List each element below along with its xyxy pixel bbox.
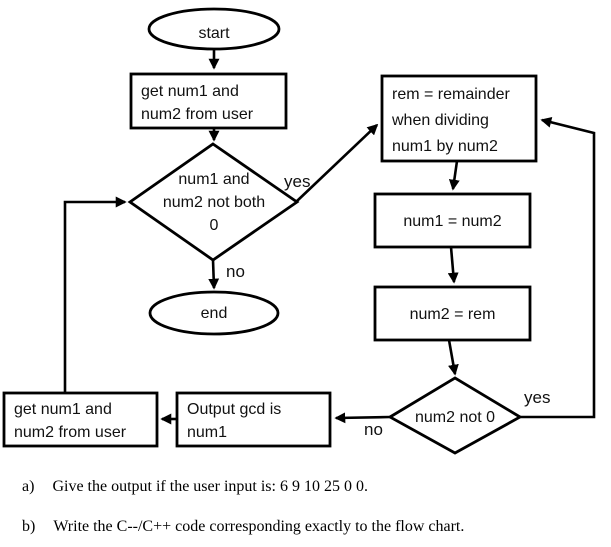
end-oval	[148, 290, 280, 336]
end-label: end	[200, 305, 228, 322]
question-a-label: a)	[22, 478, 35, 495]
question-b-label: b)	[22, 518, 36, 535]
assign-num2-label: num2 = rem	[409, 306, 496, 323]
decision1-yes-label: yes	[284, 172, 311, 191]
decision1-no-label: no	[226, 262, 245, 281]
edge-rem-to-assign-num1	[448, 160, 460, 191]
decision2-no-label: no	[364, 420, 383, 439]
question-a-text: Give the output if the user input is: 6 …	[52, 478, 368, 495]
edge-decision1-no-to-end	[208, 259, 220, 290]
get-input-top-box	[129, 72, 288, 130]
decision2-yes-label: yes	[524, 388, 551, 407]
assign-num2-box	[373, 285, 532, 342]
edge-decision2-yes-to-rem	[520, 116, 596, 419]
get-input-top-label: get num1 and num2 from user	[141, 83, 254, 123]
question-b-text: Write the C--/C++ code corresponding exa…	[53, 518, 465, 535]
edge-assign-num2-to-decision2	[447, 339, 459, 376]
get-input-bottom-box	[2, 391, 159, 448]
question-b: b) Write the C--/C++ code corresponding e…	[22, 518, 464, 536]
edge-decision2-no-to-output	[334, 412, 391, 424]
start-oval	[147, 7, 281, 51]
decision1-label: num1 and num2 not both 0	[162, 171, 266, 234]
question-a: a) Give the output if the user input is: …	[22, 478, 368, 496]
edge-get-input-bottom-to-decision1	[63, 196, 127, 393]
rem-box	[380, 74, 538, 163]
start-label: start	[198, 25, 230, 42]
decision2-diamond	[387, 376, 523, 455]
rem-label: rem = remainder when dividing num1 by nu…	[392, 86, 510, 155]
get-input-bottom-label: get num1 and num2 from user	[14, 401, 127, 441]
assign-num1-label: num1 = num2	[403, 213, 502, 230]
decision2-label: num2 not 0	[414, 409, 496, 426]
edge-assign-num1-to-assign-num2	[447, 246, 459, 284]
edge-decision1-yes-to-rem	[296, 123, 379, 202]
output-box	[175, 391, 332, 448]
decision1-diamond	[127, 142, 300, 262]
assign-num1-box	[373, 192, 532, 249]
output-label: Output gcd is num1	[187, 401, 282, 441]
